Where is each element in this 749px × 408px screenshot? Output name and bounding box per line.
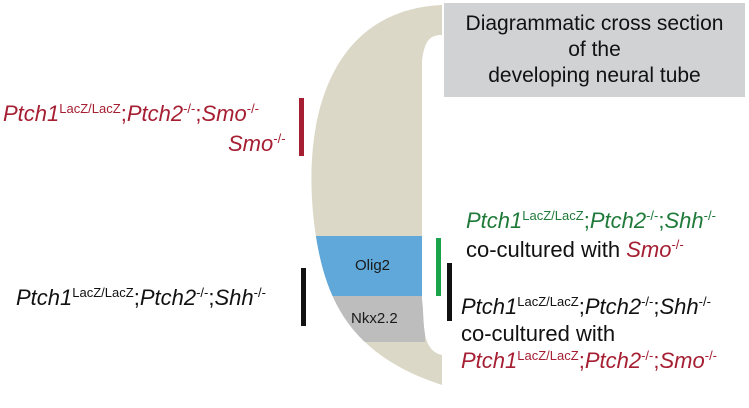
left-red-bar — [299, 98, 304, 156]
left-red-genotype-line1: Ptch1LacZ/LacZ;Ptch2-/-;Smo-/- — [3, 101, 260, 126]
nkx22-label: Nkx2.2 — [351, 310, 398, 327]
right-black-genotype-line3: Ptch1LacZ/LacZ;Ptch2-/-;Smo-/- — [461, 348, 718, 373]
right-black-genotype-line1: Ptch1LacZ/LacZ;Ptch2-/-;Shh-/- — [461, 294, 711, 319]
right-green-genotype-line1: Ptch1LacZ/LacZ;Ptch2-/-;Shh-/- — [466, 208, 716, 233]
olig2-domain — [311, 236, 425, 296]
title-box: Diagrammatic cross section of the develo… — [444, 3, 745, 97]
left-black-bar — [301, 268, 306, 326]
figure-title: Diagrammatic cross section of the develo… — [465, 12, 724, 87]
right-black-bar — [447, 263, 452, 321]
right-green-bar — [436, 238, 441, 296]
left-black-genotype: Ptch1LacZ/LacZ;Ptch2-/-;Shh-/- — [16, 285, 266, 310]
olig2-label: Olig2 — [355, 257, 391, 274]
right-black-genotype-line2: co-cultured with — [461, 321, 616, 346]
left-red-genotype-line2: Smo-/- — [228, 131, 286, 156]
right-green-genotype-line2: co-cultured with Smo-/- — [466, 237, 684, 262]
